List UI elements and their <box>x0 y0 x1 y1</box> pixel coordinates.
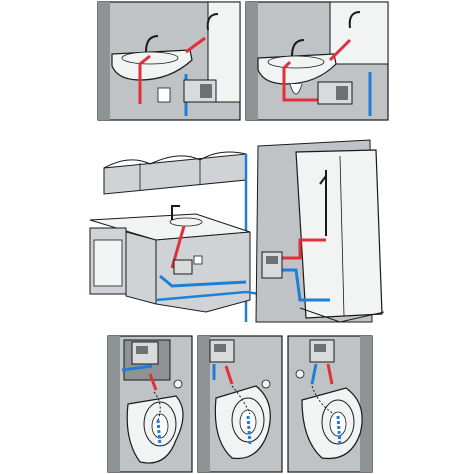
basin-bowl <box>121 51 179 65</box>
heater-display <box>266 256 278 264</box>
water-jet <box>156 419 162 447</box>
shower-tray <box>299 307 385 323</box>
base-cabinet <box>125 231 157 305</box>
panel-basin-undersink-b <box>245 1 389 121</box>
side-wall <box>98 2 110 120</box>
water-jet <box>336 415 342 447</box>
valve-knob <box>295 369 305 379</box>
hot-water-pipe <box>148 373 158 391</box>
hot-water-pipe <box>280 238 326 260</box>
kitchen-tap <box>171 205 180 220</box>
instant-heater <box>261 251 283 279</box>
cabinet-crown <box>103 151 247 169</box>
heater-display <box>214 344 226 352</box>
shower-head <box>319 175 327 185</box>
bidet-hose <box>311 385 335 415</box>
panel-toilet-b <box>197 335 283 473</box>
bath-tap <box>348 11 361 29</box>
panel-kitchen-shower <box>89 139 385 323</box>
toilet-opening <box>151 413 169 439</box>
cold-water-pipe <box>310 363 318 385</box>
cold-water-pipe <box>280 268 330 302</box>
bidet-hose <box>231 385 251 415</box>
socket <box>193 255 203 265</box>
side-wall <box>198 336 210 472</box>
hot-pipe-to-tub <box>328 38 352 62</box>
kitchen-sink <box>169 217 203 227</box>
heater-display <box>314 344 326 352</box>
cabin-door-edge <box>339 155 345 317</box>
cold-water-pipe <box>121 364 153 372</box>
basin-tap <box>145 35 159 53</box>
panel-basin-undersink-a <box>97 1 241 121</box>
basin-tap <box>291 39 305 57</box>
panel-toilet-a <box>107 335 193 473</box>
bath-tap <box>206 13 219 31</box>
shower-cabin <box>295 149 383 319</box>
socket <box>157 87 171 103</box>
hot-water-pipe <box>224 365 234 385</box>
valve-knob <box>261 379 271 389</box>
hot-water-pipe <box>326 363 334 385</box>
hot-water-pipe <box>282 60 330 102</box>
heater-panel <box>200 84 212 98</box>
basin-bowl <box>267 55 325 69</box>
basin-pedestal <box>289 83 303 95</box>
oven-door <box>93 239 123 287</box>
side-wall <box>108 336 120 472</box>
cold-water-pipe <box>159 274 247 288</box>
valve-knob <box>173 379 183 389</box>
sink-cabinet <box>155 231 251 313</box>
side-wall <box>246 2 258 120</box>
undersink-heater <box>173 259 193 275</box>
heater-panel <box>336 86 348 100</box>
panel-toilet-c <box>287 335 373 473</box>
hot-water-pipe <box>138 54 151 104</box>
heater-display <box>136 346 148 354</box>
hot-pipe-to-tub <box>185 36 206 54</box>
side-wall <box>360 336 372 472</box>
